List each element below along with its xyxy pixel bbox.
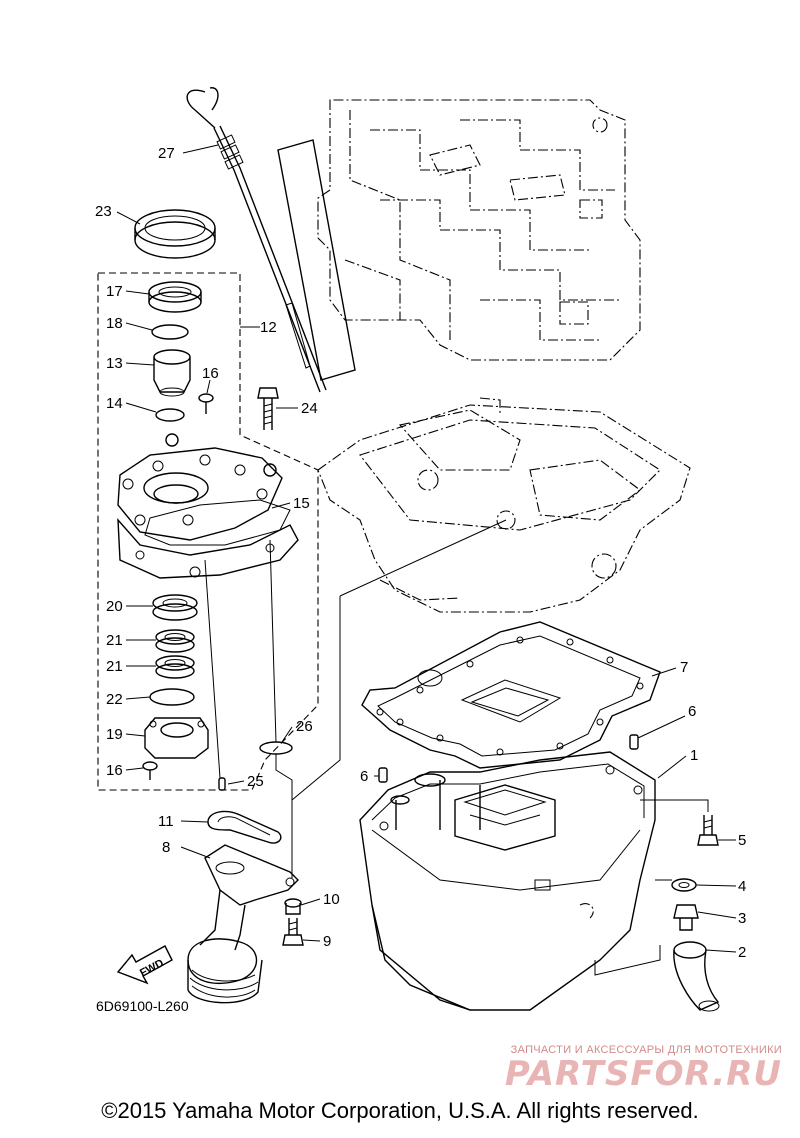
drain-plug-3 bbox=[673, 904, 699, 931]
callout-6-left: 6 bbox=[360, 768, 368, 785]
alignment-line bbox=[640, 799, 709, 812]
callout-24: 24 bbox=[301, 400, 318, 417]
callout-1: 1 bbox=[690, 747, 698, 764]
callout-14: 14 bbox=[106, 395, 123, 412]
o-ring-18 bbox=[151, 324, 189, 340]
callout-16-top: 16 bbox=[202, 365, 219, 382]
callout-21-a: 21 bbox=[106, 632, 123, 649]
gasket-15 bbox=[144, 499, 291, 546]
dipstick bbox=[186, 87, 327, 393]
oil-seal-large bbox=[134, 209, 216, 259]
callout-5: 5 bbox=[738, 832, 746, 849]
copyright-notice: ©2015 Yamaha Motor Corporation, U.S.A. A… bbox=[101, 1098, 699, 1123]
callout-21-b: 21 bbox=[106, 658, 123, 675]
callout-17: 17 bbox=[106, 283, 123, 300]
callout-6-right: 6 bbox=[688, 703, 696, 720]
drain-hose-2 bbox=[673, 941, 720, 1012]
callout-23: 23 bbox=[95, 203, 112, 220]
engine-block-ghost bbox=[317, 99, 641, 361]
callout-8: 8 bbox=[162, 839, 170, 856]
bolt-9 bbox=[282, 918, 304, 946]
callout-26: 26 bbox=[296, 718, 313, 735]
leader-lines bbox=[116, 144, 737, 953]
callout-12: 12 bbox=[260, 319, 277, 336]
diagram-code: 6D69100-L260 bbox=[96, 998, 189, 1014]
alignment-line bbox=[204, 559, 221, 779]
fwd-arrow-icon: FWD bbox=[116, 945, 173, 985]
seal-housing-19 bbox=[144, 717, 209, 759]
oil-seal-17 bbox=[148, 281, 202, 313]
callout-3: 3 bbox=[738, 910, 746, 927]
oil-pan-gasket-7 bbox=[361, 621, 661, 769]
callout-18: 18 bbox=[106, 315, 123, 332]
alignment-line bbox=[339, 519, 507, 597]
alignment-line bbox=[269, 539, 277, 743]
dowel-6-left bbox=[378, 767, 388, 783]
dowel-25 bbox=[218, 777, 226, 791]
callout-9: 9 bbox=[323, 933, 331, 950]
o-ring-14 bbox=[155, 408, 185, 422]
gasket-washer-4 bbox=[671, 878, 697, 892]
callout-25: 25 bbox=[247, 773, 264, 790]
callout-4: 4 bbox=[738, 878, 746, 895]
alignment-line bbox=[275, 754, 293, 878]
o-ring-22 bbox=[149, 688, 195, 706]
watermark-tagline: ЗАПЧАСТИ И АКСЕССУАРЫ ДЛЯ МОТОТЕХНИКИ bbox=[510, 1044, 782, 1056]
sleeve-13 bbox=[153, 349, 191, 397]
bolt-5 bbox=[697, 815, 719, 846]
callout-2: 2 bbox=[738, 944, 746, 961]
oil-seal-21b bbox=[155, 655, 195, 679]
screw-16-top bbox=[198, 393, 214, 414]
dowel-6-right bbox=[629, 734, 639, 750]
oil-pump-body bbox=[117, 433, 299, 579]
callout-7: 7 bbox=[680, 659, 688, 676]
screw-16-bottom bbox=[142, 761, 158, 780]
callout-11: 11 bbox=[158, 813, 174, 830]
fwd-label: FWD bbox=[138, 957, 166, 979]
watermark-logo: PARTSFOR.RU bbox=[504, 1054, 782, 1094]
callout-19: 19 bbox=[106, 726, 123, 743]
oil-pan-1 bbox=[359, 751, 661, 1011]
callout-27: 27 bbox=[158, 145, 175, 162]
callout-labels: 27 23 17 18 12 13 16 14 24 15 20 21 21 7… bbox=[95, 145, 746, 1014]
alignment-line bbox=[291, 596, 341, 801]
callout-20: 20 bbox=[106, 598, 123, 615]
pump-assembly-boundary bbox=[97, 272, 319, 791]
dipstick-guide bbox=[277, 139, 356, 381]
callout-15: 15 bbox=[293, 495, 310, 512]
callout-10: 10 bbox=[323, 891, 340, 908]
strainer-gasket-11 bbox=[207, 810, 282, 844]
oil-seal-21a bbox=[155, 629, 195, 653]
bolt-10 bbox=[284, 898, 302, 915]
callout-16-bottom: 16 bbox=[106, 762, 123, 779]
oil-strainer-8 bbox=[187, 844, 299, 1004]
callout-22: 22 bbox=[106, 691, 123, 708]
oil-seal-20 bbox=[152, 594, 198, 621]
bolt-24 bbox=[257, 387, 279, 430]
upper-casing-ghost bbox=[317, 397, 691, 613]
callout-13: 13 bbox=[106, 355, 123, 372]
